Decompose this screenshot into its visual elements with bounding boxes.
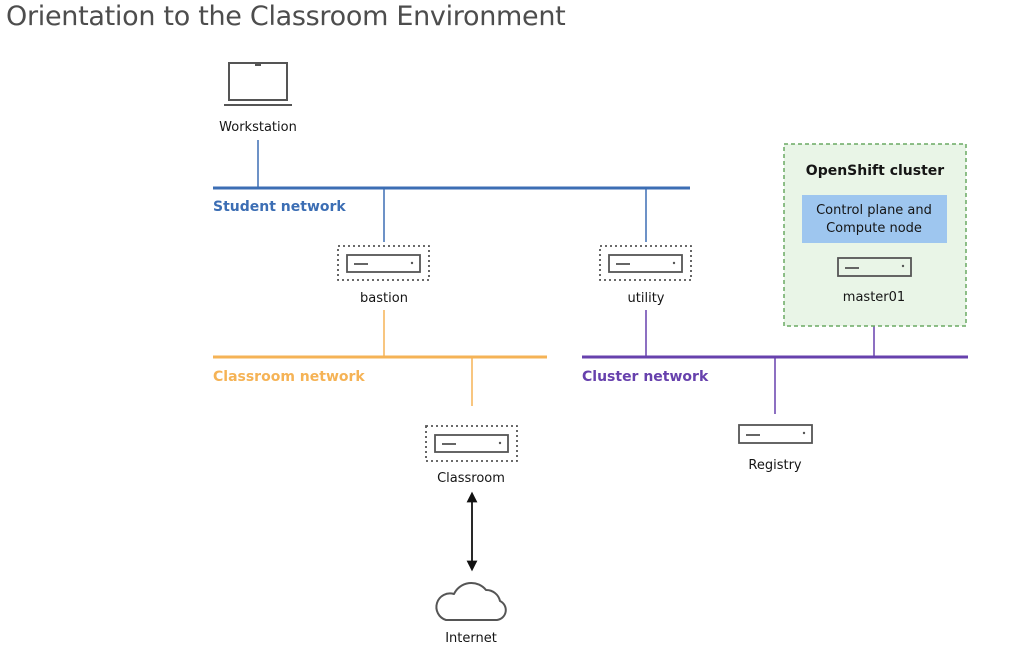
bastion-node: bastion xyxy=(337,245,430,306)
classroom-label: Classroom xyxy=(437,471,505,486)
utility-node: utility xyxy=(599,245,692,306)
server-icon xyxy=(837,257,912,277)
openshift-cluster-box: OpenShift cluster Control plane and Comp… xyxy=(783,143,967,327)
control-plane-label-line1: Control plane and xyxy=(816,203,932,218)
page-title: Orientation to the Classroom Environment xyxy=(6,1,566,32)
internet-node: Internet xyxy=(435,581,507,646)
registry-node: Registry xyxy=(738,424,813,473)
internet-label: Internet xyxy=(445,631,497,646)
cluster-title: OpenShift cluster xyxy=(806,163,944,179)
vm-boundary xyxy=(599,245,692,281)
workstation-node: Workstation xyxy=(219,62,297,135)
control-plane-box xyxy=(802,195,947,243)
cluster-network-label: Cluster network xyxy=(582,369,709,385)
cloud-icon xyxy=(435,581,507,621)
student-network-label: Student network xyxy=(213,199,346,215)
control-plane-label-line2: Compute node xyxy=(826,221,922,236)
laptop-icon xyxy=(224,62,292,106)
master01-label: master01 xyxy=(843,290,905,305)
bastion-label: bastion xyxy=(360,291,408,306)
registry-label: Registry xyxy=(748,458,802,473)
server-icon xyxy=(608,254,683,273)
workstation-label: Workstation xyxy=(219,120,297,135)
vm-boundary xyxy=(337,245,430,281)
classroom-network-label: Classroom network xyxy=(213,369,365,385)
utility-label: utility xyxy=(628,291,665,306)
classroom-node: Classroom xyxy=(425,425,518,486)
server-icon xyxy=(434,434,509,453)
vm-boundary xyxy=(425,425,518,462)
server-icon xyxy=(346,254,421,273)
master01-node: master01 xyxy=(837,257,912,305)
server-icon xyxy=(738,424,813,444)
